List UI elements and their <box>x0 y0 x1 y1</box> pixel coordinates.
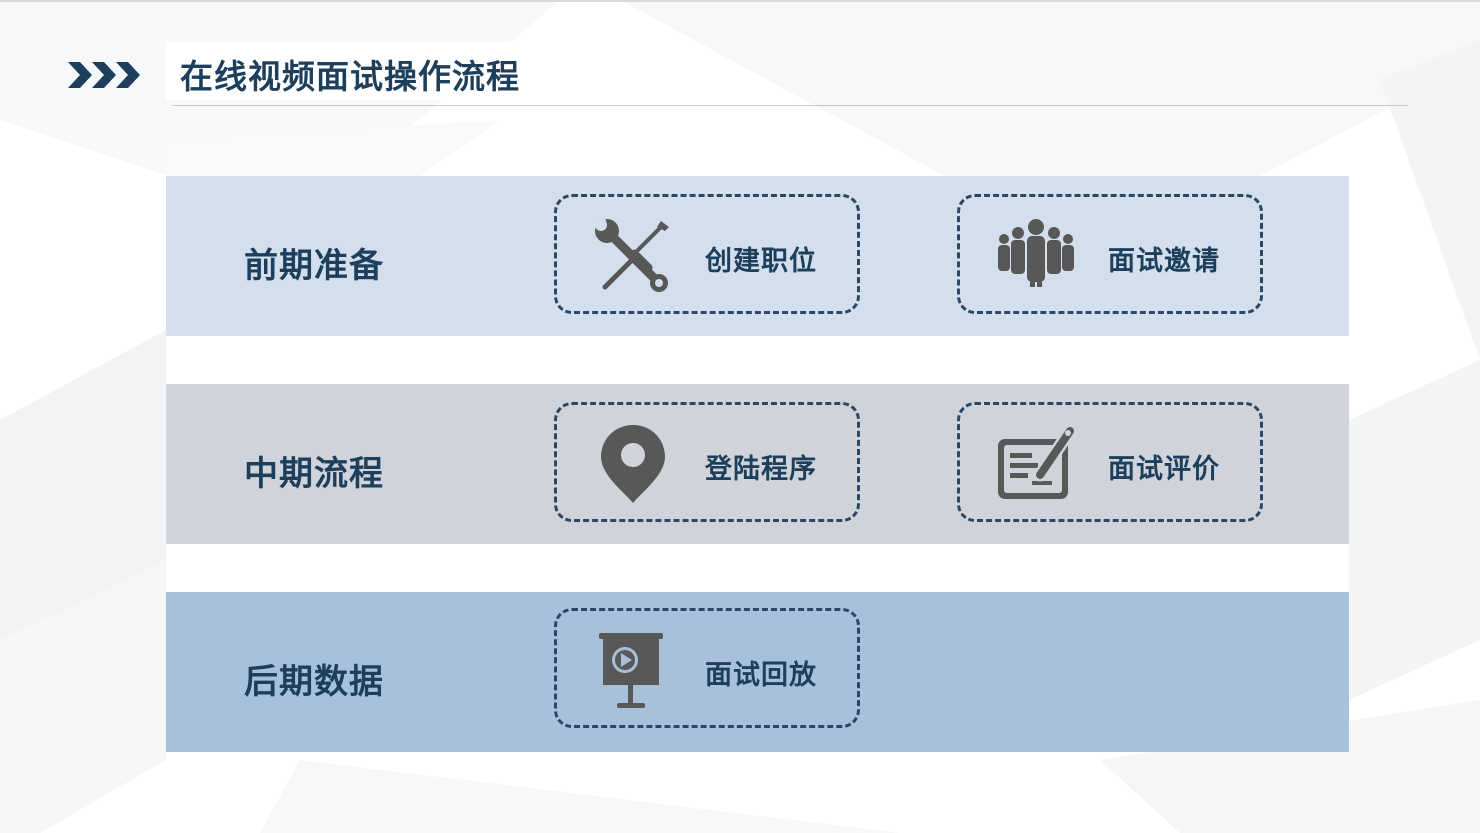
form-pen-icon <box>994 421 1078 505</box>
people-group-icon <box>994 213 1078 297</box>
card-label: 创建职位 <box>705 246 817 277</box>
band-title: 前期准备 <box>244 246 384 286</box>
title-divider <box>172 105 1408 106</box>
card-interview-playback[interactable]: 面试回放 <box>554 608 860 728</box>
page-title: 在线视频面试操作流程 <box>180 57 520 96</box>
band-title: 后期数据 <box>244 662 384 702</box>
card-interview-evaluation[interactable]: 面试评价 <box>957 402 1263 522</box>
top-border-line <box>0 0 1480 2</box>
band-prepare: 前期准备 创建职位 <box>166 176 1349 336</box>
band-middle: 中期流程 登陆程序 面试评价 <box>166 384 1349 544</box>
chevrons-icon <box>68 62 140 88</box>
card-interview-invite[interactable]: 面试邀请 <box>957 194 1263 314</box>
card-label: 面试评价 <box>1108 454 1220 485</box>
card-label: 面试邀请 <box>1108 246 1220 277</box>
card-label: 面试回放 <box>705 660 817 691</box>
title-backdrop <box>166 42 566 100</box>
card-label: 登陆程序 <box>705 454 817 485</box>
band-title: 中期流程 <box>244 454 384 494</box>
location-pin-icon <box>591 421 675 505</box>
card-create-position[interactable]: 创建职位 <box>554 194 860 314</box>
band-later: 后期数据 面试回放 <box>166 592 1349 752</box>
video-presentation-icon <box>591 627 675 711</box>
tools-icon <box>591 213 675 297</box>
card-login-program[interactable]: 登陆程序 <box>554 402 860 522</box>
